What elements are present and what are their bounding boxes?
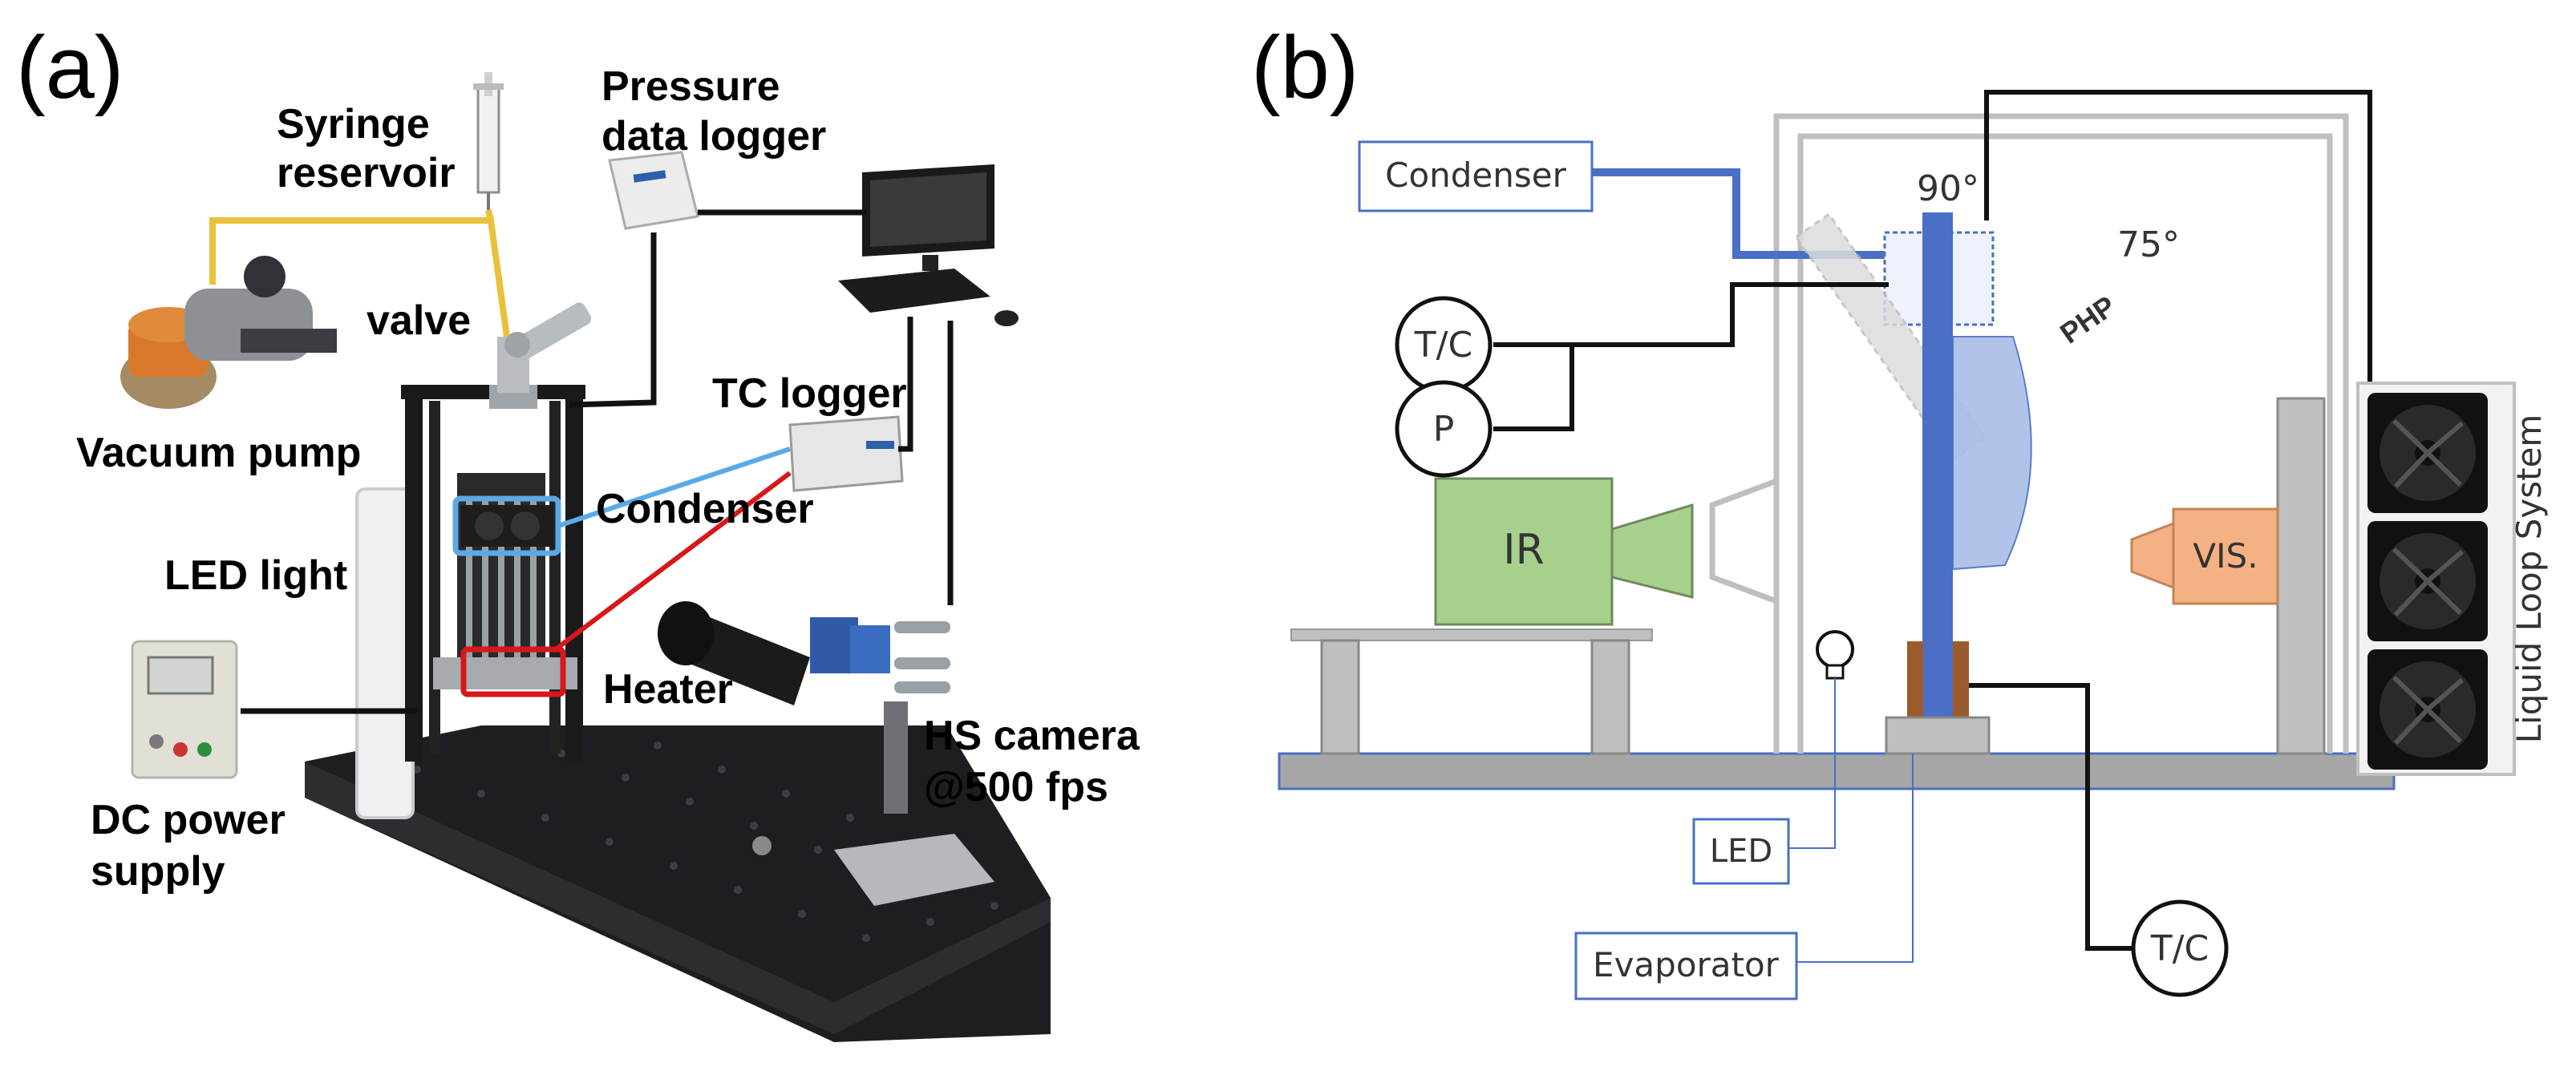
evaporator-heater-right	[1953, 641, 1969, 717]
pressure-label-line2: data logger	[601, 113, 826, 160]
ir-text: IR	[1503, 526, 1544, 574]
vertical-tube	[1922, 212, 1953, 717]
p-text: P	[1433, 409, 1455, 450]
ir-lens	[1610, 503, 1694, 599]
fan-icon	[2367, 393, 2488, 513]
condenser-pointer-line	[557, 447, 791, 528]
dc-power-label-line2: supply	[91, 848, 225, 895]
led-light-label: LED light	[164, 552, 347, 599]
evaporator-text: Evaporator	[1593, 945, 1780, 984]
valve-label: valve	[367, 297, 471, 344]
breadboard-table	[305, 725, 1051, 1042]
vis-stand	[2276, 397, 2326, 755]
vis-lens	[2130, 521, 2175, 590]
condenser-label: Condenser	[596, 486, 814, 532]
tc-p-wire	[1493, 282, 1889, 347]
tc-bottom-wire	[1969, 683, 2133, 951]
syringe-icon	[473, 72, 504, 210]
condenser-box	[1358, 140, 1594, 212]
dc-power-supply-icon	[131, 640, 238, 779]
evaporator-base	[1885, 716, 1991, 755]
led-bulb-icon	[1816, 630, 1854, 680]
wires	[241, 209, 954, 714]
php-bubble	[1952, 336, 2032, 571]
p-circle	[1395, 380, 1493, 478]
ir-table-leg-left	[1320, 639, 1360, 755]
evaporator-heater-left	[1907, 641, 1923, 717]
syringe-label-line2: reservoir	[277, 150, 456, 196]
condenser-block	[461, 505, 553, 547]
heater-label: Heater	[603, 666, 733, 713]
vis-text: VIS.	[2193, 536, 2258, 576]
syringe-tube	[209, 217, 510, 337]
tc-logger-label: TC logger	[712, 370, 907, 417]
evaporator-line	[1796, 754, 1914, 963]
syringe-feed-line	[485, 209, 494, 221]
syringe-label: Syringe	[277, 101, 430, 148]
vacuum-pump-icon	[120, 256, 337, 409]
led-text: LED	[1710, 833, 1772, 870]
led-box	[1692, 818, 1790, 885]
computer-monitor-icon	[838, 164, 1019, 326]
liquid-loop-fans	[2356, 382, 2516, 776]
ir-table-top	[1290, 628, 1653, 641]
condenser-text: Condenser	[1385, 156, 1566, 195]
hs-camera-icon	[658, 601, 994, 906]
panel-a-label: (a)	[16, 18, 124, 117]
angle-75-text: 75°	[2117, 224, 2180, 265]
hs-camera-label: HS camera	[924, 713, 1140, 759]
heater-highlight-box	[460, 646, 566, 697]
tc-logger-icon	[788, 415, 904, 492]
p-wire	[1493, 345, 1574, 431]
led-line	[1788, 678, 1836, 849]
panel-a: (a)	[16, 18, 1140, 1042]
dc-power-label: DC power	[91, 797, 286, 843]
panel-b-label: (b)	[1251, 18, 1359, 117]
base-plate	[1278, 752, 2396, 790]
enclosure-frame	[1773, 113, 2349, 754]
ir-table-leg-right	[1590, 639, 1630, 755]
pressure-logger-icon	[608, 151, 699, 230]
liquid-loop-text: Liquid Loop System	[2509, 414, 2549, 744]
evaporator-box	[1574, 932, 1798, 1000]
ir-camera-body	[1434, 477, 1614, 626]
hs-camera-label-line2: @500 fps	[924, 764, 1108, 810]
vis-camera-body	[2172, 507, 2279, 605]
top-wire	[1984, 90, 2372, 393]
tc-bottom-circle	[2131, 899, 2229, 997]
vacuum-pump-label: Vacuum pump	[76, 430, 361, 476]
pressure-label: Pressure	[601, 63, 780, 110]
led-light-panel	[355, 487, 415, 819]
php-text: PHP	[2054, 289, 2121, 350]
heater-pointer-line	[552, 471, 792, 653]
angle-90-text: 90°	[1917, 168, 1979, 209]
valve-icon	[504, 302, 592, 363]
ir-window-frame	[1709, 478, 1804, 604]
tc-bottom-text: T/C	[2150, 928, 2209, 969]
panel-b: (b) Condenser PHP	[1251, 18, 2549, 1000]
fan-icon	[2367, 649, 2488, 770]
tc-top-text: T/C	[1414, 325, 1472, 366]
fan-icon	[2367, 521, 2488, 641]
